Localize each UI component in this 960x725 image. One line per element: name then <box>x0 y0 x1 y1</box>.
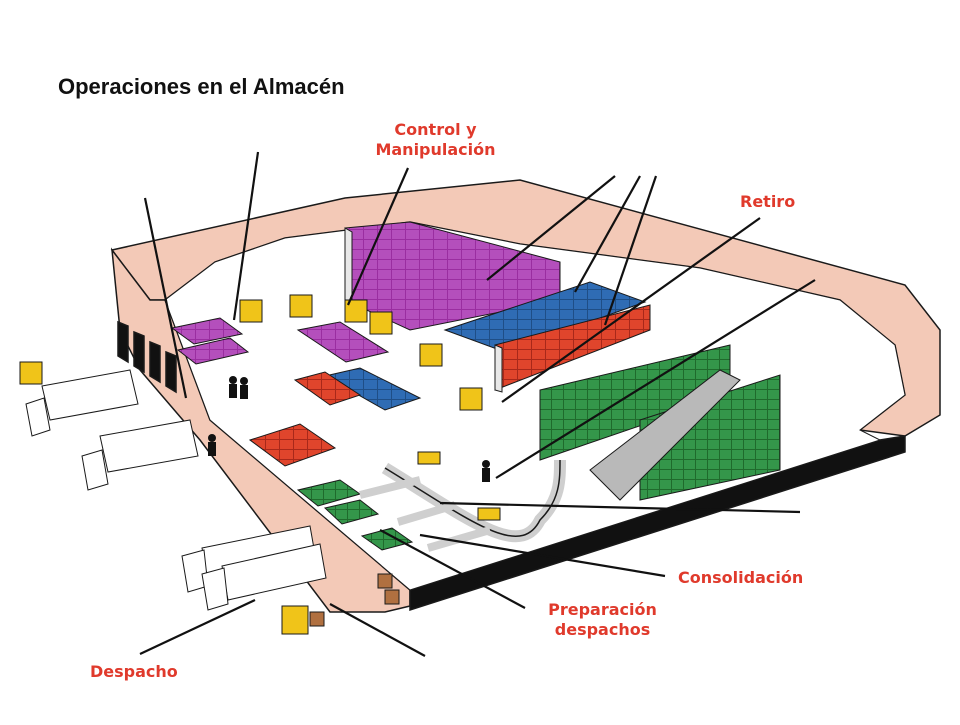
boxes <box>309 573 400 627</box>
truck-1 <box>25 369 139 437</box>
label-control-line2: Manipulación <box>375 140 496 159</box>
truck-2 <box>81 419 199 491</box>
label-retiro: Retiro <box>740 192 796 211</box>
workers <box>208 376 490 482</box>
green-stock-floor-2 <box>323 499 380 525</box>
red-stock-floor-1 <box>293 371 362 406</box>
label-preparacion-line2: despachos <box>554 620 651 639</box>
green-rack <box>539 344 781 501</box>
label-consolidacion: Consolidación <box>678 568 804 587</box>
label-preparacion-despachos: Preparación despachos <box>540 600 665 640</box>
forklift-icons <box>19 294 501 635</box>
label-preparacion-line1: Preparación <box>548 600 657 619</box>
purple-stock-floor-2 <box>176 337 250 365</box>
red-rack <box>494 304 651 393</box>
truck-4 <box>201 543 327 611</box>
blue-stock-floor <box>323 367 422 411</box>
purple-stock-floor-1 <box>170 317 244 345</box>
label-despacho: Despacho <box>90 662 178 681</box>
purple-stock-floor-3 <box>296 321 390 363</box>
label-control-line1: Control y <box>394 120 477 139</box>
blue-stock-block <box>443 281 647 353</box>
label-control-manipulacion: Control y Manipulación <box>368 120 503 160</box>
red-stock-floor-2 <box>248 423 337 467</box>
leader-lines <box>139 151 816 657</box>
diagram-title: Operaciones en el Almacén <box>58 74 345 99</box>
